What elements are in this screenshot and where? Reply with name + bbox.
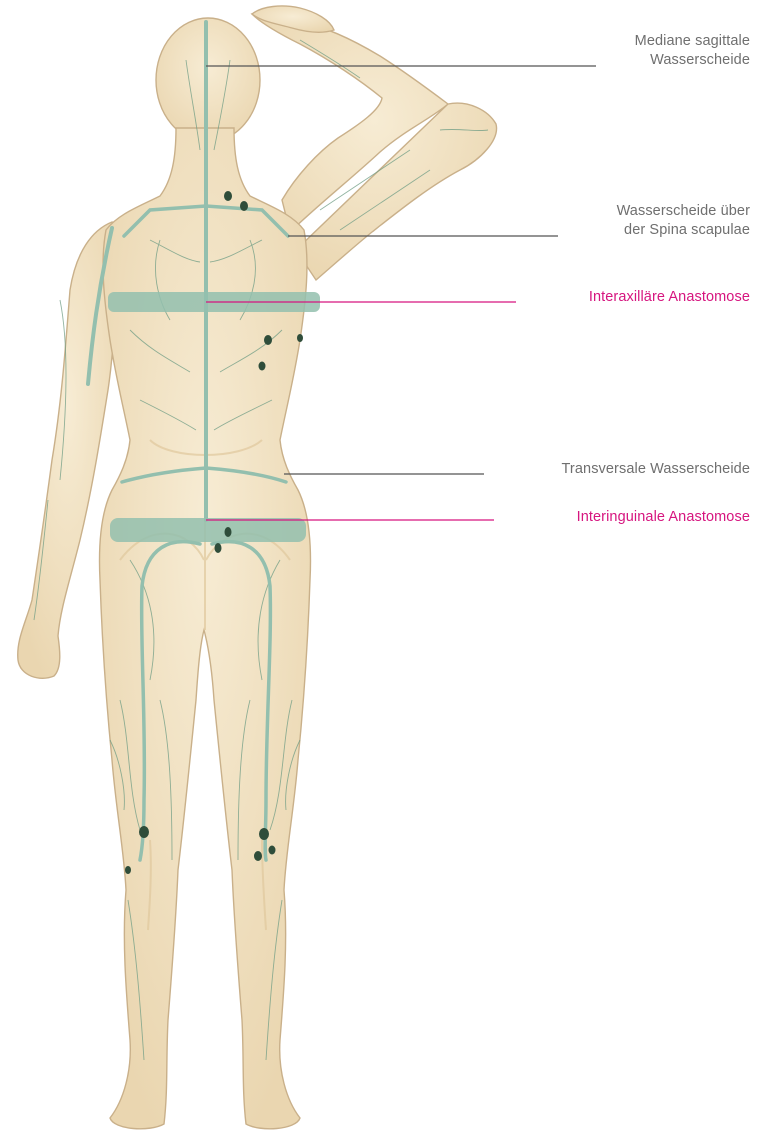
label-mediane-sagittale: Mediane sagittale Wasserscheide — [635, 32, 750, 70]
label-line: Wasserscheide — [635, 51, 750, 70]
lymph-node — [139, 826, 149, 838]
lymph-node — [264, 335, 272, 345]
lymph-node — [259, 362, 266, 371]
label-interinguinale-anastomose: Interinguinale Anastomose — [577, 508, 750, 527]
lymph-node — [224, 191, 232, 201]
label-line: Interaxilläre Anastomose — [589, 288, 750, 307]
body-silhouette — [18, 6, 497, 1129]
lymph-node — [240, 201, 248, 211]
label-line: Interinguinale Anastomose — [577, 508, 750, 527]
lymph-node — [297, 334, 303, 342]
lymph-node — [259, 828, 269, 840]
lymph-node — [125, 866, 131, 874]
interinguinal-band — [110, 518, 306, 542]
label-spina-scapulae: Wasserscheide über der Spina scapulae — [617, 202, 750, 240]
label-line: Wasserscheide über — [617, 202, 750, 221]
label-interaxillare-anastomose: Interaxilläre Anastomose — [589, 288, 750, 307]
lymph-node — [215, 543, 222, 553]
lymph-node — [269, 846, 276, 855]
raised-hand — [252, 6, 334, 32]
lymph-node — [254, 851, 262, 861]
label-transversale-wasserscheide: Transversale Wasserscheide — [562, 460, 750, 479]
lymph-node — [225, 527, 232, 537]
label-line: der Spina scapulae — [617, 221, 750, 240]
label-line: Transversale Wasserscheide — [562, 460, 750, 479]
label-line: Mediane sagittale — [635, 32, 750, 51]
